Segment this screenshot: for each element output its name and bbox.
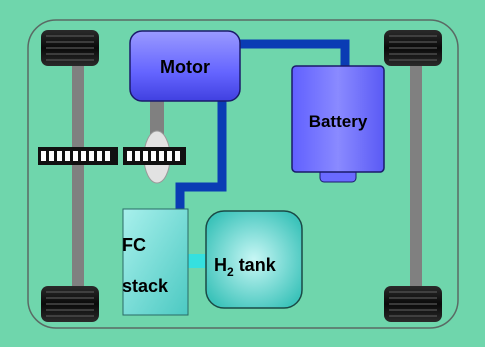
- tire-front-left: [41, 30, 99, 66]
- tire-rear-left: [41, 286, 99, 322]
- battery-box: Battery: [291, 65, 385, 183]
- front-left-axle: [72, 66, 84, 288]
- h2-tank-label-suffix: tank: [234, 255, 277, 275]
- h2-tank-label-subscript: 2: [227, 265, 234, 279]
- rear-right-axle: [410, 66, 422, 288]
- motor-battery-line: [238, 39, 350, 68]
- fc-stack-box: FC stack: [122, 208, 189, 316]
- fc-stack-label-line2: stack: [122, 276, 169, 296]
- power-lines: [175, 39, 350, 210]
- fc-stack-label-line1: FC: [122, 235, 146, 255]
- motor-fcstack-line: [175, 88, 227, 210]
- tire-front-right: [384, 30, 442, 66]
- gear-chain: [38, 147, 186, 165]
- motor-box: Motor: [129, 30, 241, 102]
- h2-tank-label-prefix: H: [214, 255, 227, 275]
- battery-label: Battery: [309, 112, 368, 131]
- fc-tank-connector: [188, 254, 210, 268]
- h2-tank-label: H2 tank: [214, 255, 277, 279]
- tire-rear-right: [384, 286, 442, 322]
- h2-tank-box: H2 tank: [205, 210, 303, 309]
- motor-label: Motor: [160, 57, 210, 77]
- chassis-outline: [27, 19, 459, 329]
